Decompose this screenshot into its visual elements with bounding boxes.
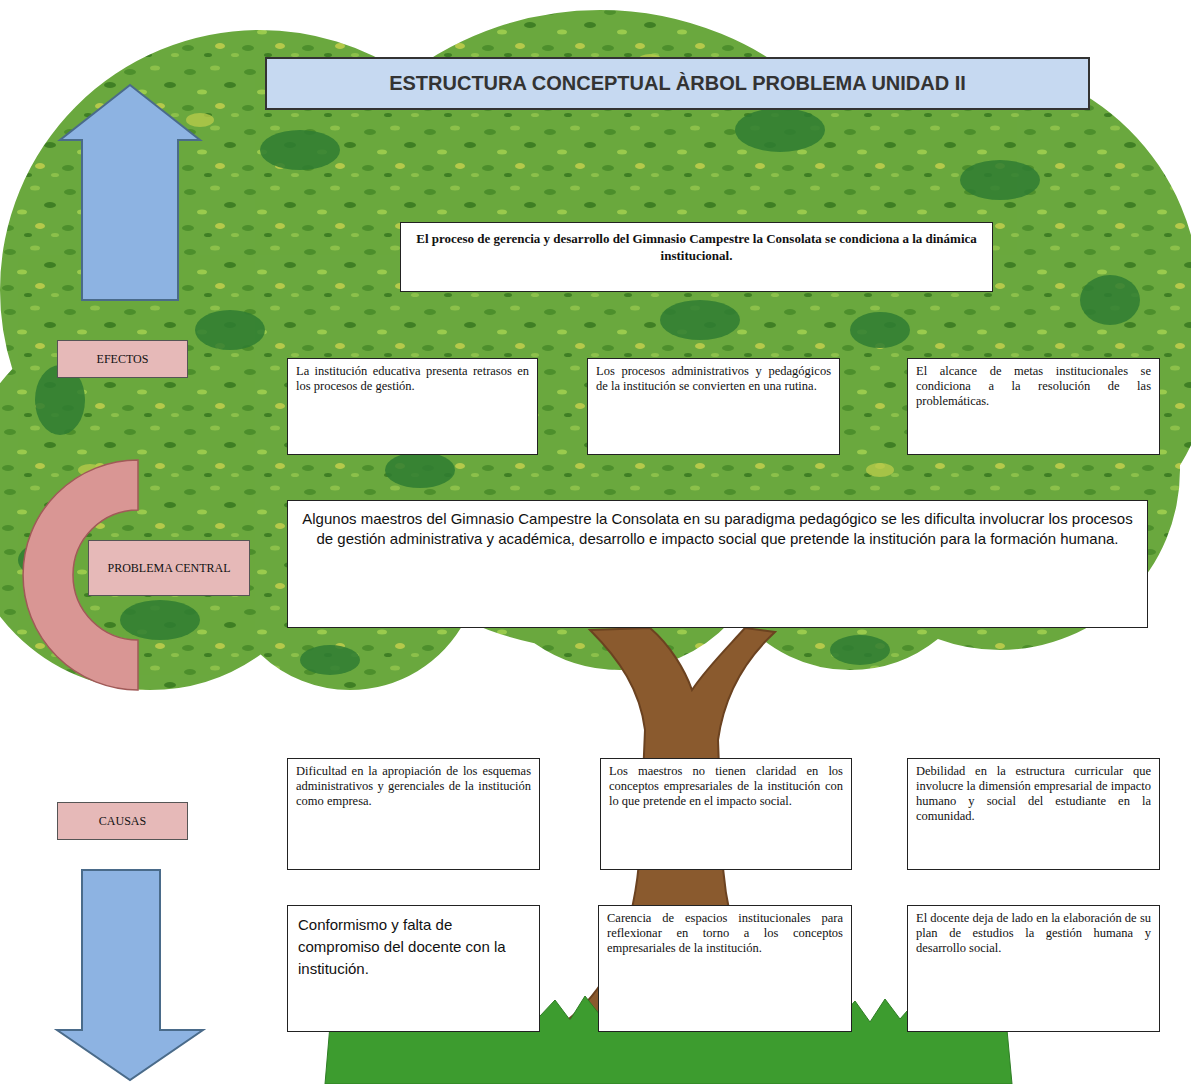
effect-summary-box: El proceso de gerencia y desarrollo del … (400, 222, 993, 292)
title-box: ESTRUCTURA CONCEPTUAL ÀRBOL PROBLEMA UNI… (265, 57, 1090, 110)
title-text: ESTRUCTURA CONCEPTUAL ÀRBOL PROBLEMA UNI… (389, 72, 966, 95)
box-text: Debilidad en la estructura curricular qu… (916, 764, 1151, 824)
box-text: Algunos maestros del Gimnasio Campestre … (300, 509, 1135, 550)
problem-box: Los procesos administrativos y pedagógic… (587, 358, 840, 455)
problem-box: Carencia de espacios institucionales par… (598, 905, 852, 1032)
box-text: La institución educativa presenta retras… (296, 364, 529, 394)
problem-box: La institución educativa presenta retras… (287, 358, 538, 455)
tree-canopy (0, 0, 1191, 760)
section-tag: CAUSAS (57, 802, 188, 840)
up-arrow (60, 85, 200, 300)
down-arrow (57, 870, 203, 1080)
central-problem-box: Algunos maestros del Gimnasio Campestre … (287, 500, 1148, 628)
section-tag: PROBLEMA CENTRAL (88, 540, 250, 596)
box-text: CAUSAS (99, 814, 146, 829)
box-text: EFECTOS (97, 352, 149, 367)
box-text: Carencia de espacios institucionales par… (607, 911, 843, 956)
box-text: El alcance de metas institucionales se c… (916, 364, 1151, 409)
problem-box: Los maestros no tienen claridad en los c… (600, 758, 852, 870)
box-text: Los procesos administrativos y pedagógic… (596, 364, 831, 394)
box-text: El proceso de gerencia y desarrollo del … (411, 231, 982, 265)
problem-box: Conformismo y falta de compromiso del do… (287, 905, 540, 1032)
problem-box: El alcance de metas institucionales se c… (907, 358, 1160, 455)
box-text: Dificultad en la apropiación de los esqu… (296, 764, 531, 809)
box-text: El docente deja de lado en la elaboració… (916, 911, 1151, 956)
section-tag: EFECTOS (57, 340, 188, 378)
box-text: PROBLEMA CENTRAL (107, 561, 230, 576)
problem-box: Dificultad en la apropiación de los esqu… (287, 758, 540, 870)
box-text: Conformismo y falta de compromiso del do… (298, 914, 529, 979)
box-text: Los maestros no tienen claridad en los c… (609, 764, 843, 809)
problem-box: El docente deja de lado en la elaboració… (907, 905, 1160, 1032)
problem-box: Debilidad en la estructura curricular qu… (907, 758, 1160, 870)
